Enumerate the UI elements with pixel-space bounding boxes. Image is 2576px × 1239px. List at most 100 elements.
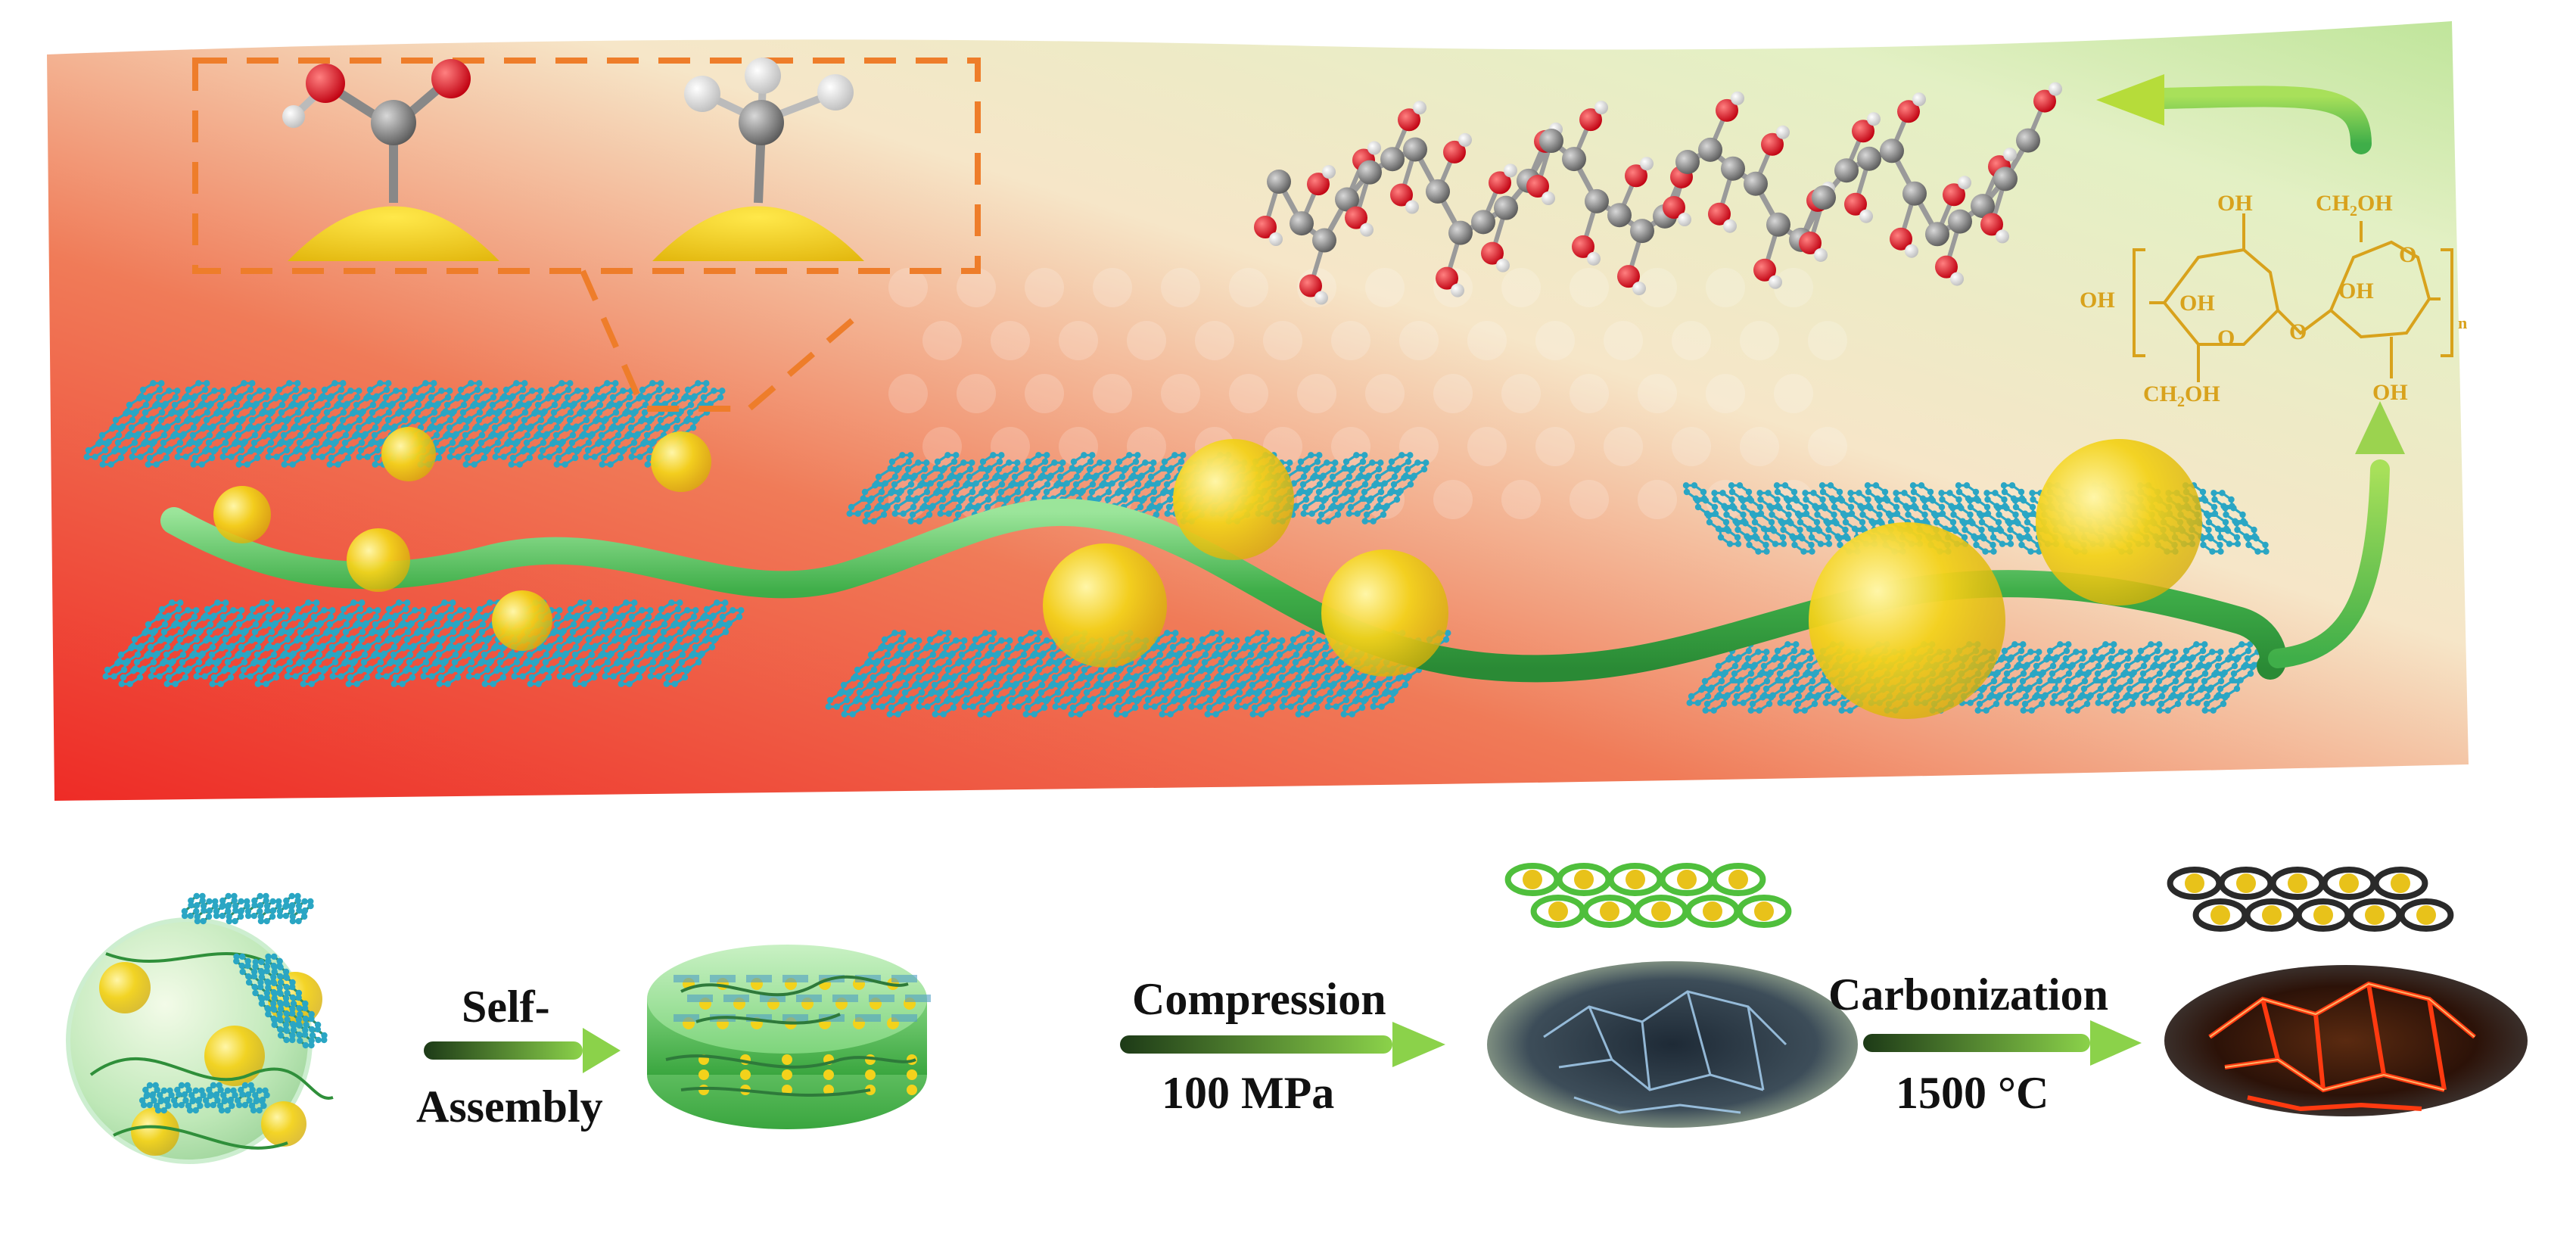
oxygen-atom [1625,164,1647,188]
bubble [1059,321,1098,360]
bubble [1672,321,1711,360]
arrow-1-label-line2: Assembly [416,1082,603,1132]
oxygen-atom [1844,192,1867,216]
film-flake [723,995,749,1002]
carbonized-cells [2167,867,2454,932]
arrow-2-label-line2: 100 MPa [1162,1068,1335,1118]
cell-particle [1523,870,1542,889]
bubble [1570,268,1609,307]
cell-particle [1703,901,1722,921]
cell-particle [1728,870,1748,889]
cell-wall [1736,895,1792,928]
cell-particle [2236,873,2256,893]
bubble [888,374,928,413]
dispersion-sphere [66,892,334,1164]
film-flake [760,995,786,1002]
sphere-flake [138,1082,270,1114]
bubble [1570,374,1609,413]
film-flake [891,975,917,982]
hydrogen-atom [1731,91,1744,105]
subscript: 2 [2177,394,2185,410]
hydrogen-atom [1458,132,1472,147]
oxygen-atom [1299,274,1322,297]
sphere-particle [204,1026,265,1086]
compressed-network [1543,990,1787,1114]
cell-particle [2262,905,2282,925]
hydrogen-atom [1360,223,1374,237]
formula-ch2oh-bottom: CH2OH [2143,381,2220,410]
bubble [1161,268,1200,307]
carbon-atom [1539,129,1563,154]
bubble [1501,374,1541,413]
carbon-atom [1562,147,1586,172]
oxygen-atom [1943,183,1965,207]
bubble [1535,427,1575,466]
film-flake [832,995,858,1002]
carbon-atom [1358,160,1382,185]
hydrogen-atom [1859,209,1873,223]
cell-particle [1754,901,1774,921]
cell-particle [1677,870,1697,889]
cell-particle [2185,873,2204,893]
hydrogen-atom [1269,232,1283,246]
cell-wall [2398,898,2454,932]
carbon-atom [1948,209,1972,234]
film-particle [740,1069,751,1080]
film-flake [674,1014,699,1022]
carbon-atom [1925,222,1949,247]
hydrogen-atom [1678,213,1691,227]
bubble [1093,374,1132,413]
bubble [922,427,962,466]
arrow-2-label-line1: Compression [1132,974,1386,1024]
bubble [888,268,928,307]
bubble [1365,374,1405,413]
oxygen-atom [1753,258,1776,282]
particle [1173,439,1294,560]
carbon-atom [1471,210,1495,235]
carbon-atom [1812,185,1836,210]
compressed-disc-body [1487,961,1858,1128]
particle [1809,522,2005,719]
oxygen-atom [1307,173,1330,196]
oxygen-atom [431,59,471,98]
formula-bracket-left [2133,248,2145,357]
oxygen-atom [1489,171,1511,195]
film-flake [710,975,736,982]
bubble [1467,427,1507,466]
film-flake [746,1014,772,1022]
particle [651,431,711,492]
hydrogen-atom [1322,165,1336,179]
film-flake [869,995,894,1002]
sphere-flake [233,953,328,1049]
sphere-graphene-flakes [138,892,328,1114]
carbon-atom [1902,181,1927,206]
bubble [991,321,1030,360]
oh-text: OH [2185,381,2220,406]
film-particle [782,1054,792,1065]
carbon-atom [1630,219,1654,244]
particle [213,486,271,543]
bubble [1399,321,1439,360]
bubble [1331,427,1370,466]
cell-particle [2210,905,2230,925]
bubble [1570,480,1609,519]
mechanism-banner [47,21,2469,801]
bubble [1229,268,1268,307]
particle [347,528,410,592]
carbonized-disc [2164,867,2528,1116]
oxygen-atom [306,64,345,103]
oxygen-atom [1708,202,1731,226]
bubble [1638,374,1677,413]
carbon-atom [1607,203,1632,228]
cell-particle [2365,905,2385,925]
hydrogen-atom [1496,258,1510,272]
carbon-atom [1494,195,1518,220]
bubble [1740,321,1779,360]
carbon-atom [1426,179,1450,204]
chain-to-formula-arrowhead [2355,401,2405,454]
carbonized-disc-body [2164,965,2528,1116]
carbon-atom [1403,137,1427,162]
sphere-particle [131,1107,179,1156]
cell-wall [2372,867,2428,900]
process-arrow-3 [1863,1020,2142,1066]
